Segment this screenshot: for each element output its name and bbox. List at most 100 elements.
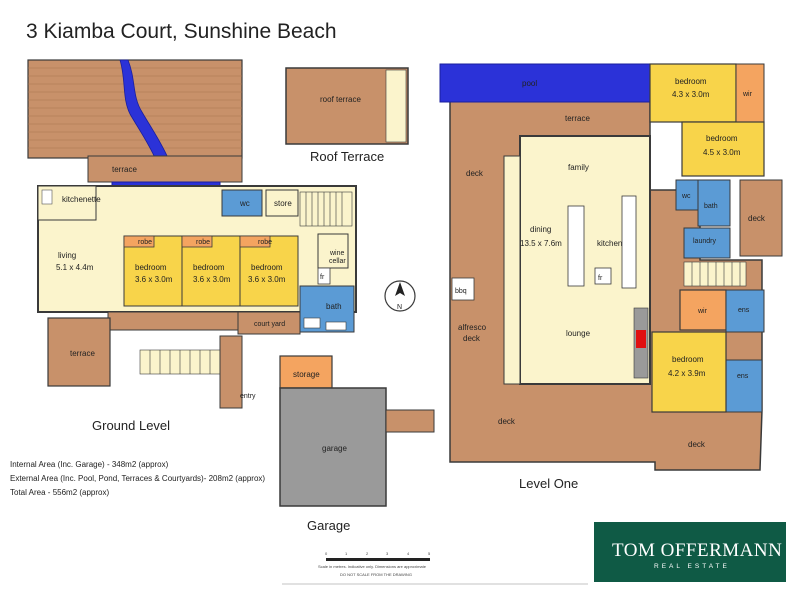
label-l1-deck-side: deck: [748, 214, 766, 223]
scale-note: Scale in metres. Indicative only. Dimens…: [318, 564, 427, 569]
label-entry: entry: [240, 393, 256, 400]
label-robe-3: robe: [258, 239, 272, 246]
ground-lower-stair: [139, 349, 221, 375]
ground-bedroom-3: [239, 235, 299, 307]
label-bbq: bbq: [455, 288, 467, 295]
label-bedroom-3: bedroom: [251, 263, 283, 272]
bbq-unit: [451, 277, 475, 301]
deck-boards: [28, 67, 242, 149]
scale-warning: DO NOT SCALE FROM THE DRAWING: [340, 572, 412, 577]
label-robe-2: robe: [196, 239, 210, 246]
label-l1-deck-bottom-right: deck: [688, 440, 706, 449]
scale-tick-0: 0: [325, 551, 328, 556]
label-garage: garage: [322, 444, 347, 453]
ground-vanity-icon: [325, 321, 347, 331]
ground-terrace-bottom: [47, 317, 111, 387]
compass: N: [384, 280, 416, 312]
scale-tick-5: 5: [428, 551, 431, 556]
garage-room: [279, 387, 387, 507]
label-court-yard: court yard: [254, 321, 285, 328]
l1-bedroom-1: [649, 63, 737, 123]
label-bedroom-2-size: 3.6 x 3.0m: [193, 275, 231, 284]
ground-entry-path: [219, 335, 243, 409]
kitchen-bench: [621, 195, 637, 289]
ground-terrace-top: [87, 155, 243, 183]
l1-fridge: [594, 267, 612, 285]
label-l1-bedroom-2-size: 4.5 x 3.0m: [703, 148, 741, 157]
scale-tick-2: 2: [366, 551, 369, 556]
label-kitchen: kitchen: [597, 239, 622, 248]
l1-bedroom-2: [681, 121, 765, 177]
label-l1-bedroom-2: bedroom: [706, 134, 738, 143]
label-l1-deck-bottom: deck: [498, 417, 516, 426]
ground-lower-band: [107, 311, 239, 331]
label-l1-ens-1: ens: [738, 307, 750, 314]
kitchenette-fridge-icon: [41, 189, 53, 205]
l1-bath: [697, 179, 731, 227]
roof-terrace-plan: roof terrace Roof Terrace: [285, 67, 409, 164]
label-kitchenette: kitchenette: [62, 195, 101, 204]
label-alfresco: alfresco: [458, 323, 487, 332]
ground-fridge: [317, 267, 331, 285]
label-wine: wine: [329, 250, 345, 257]
label-l1-deck-left: deck: [466, 169, 484, 178]
label-total-area: Total Area - 556m2 (approx): [10, 488, 109, 497]
label-terrace-bottom: terrace: [70, 349, 95, 358]
label-l1-ens-2: ens: [737, 373, 749, 380]
label-l1-bath: bath: [704, 203, 718, 210]
property-title: 3 Kiamba Court, Sunshine Beach: [26, 20, 337, 43]
label-external-area: External Area (Inc. Pool, Pond, Terraces…: [10, 474, 265, 483]
roof-stair: [385, 69, 407, 143]
wine-cellar: [317, 233, 349, 269]
label-l1-wc: wc: [681, 193, 691, 200]
north-arrow-icon: [395, 282, 405, 296]
scale-bar: 0 1 2 3 4 5 Scale in metres. Indicative …: [282, 551, 588, 585]
label-storage: storage: [293, 370, 320, 379]
level-one-plan: pool terrace deck deck family dining 13.…: [439, 63, 783, 491]
l1-stair: [683, 261, 747, 287]
area-notes: Internal Area (Inc. Garage) - 348m2 (app…: [10, 460, 265, 497]
label-ground-fr: fr: [320, 274, 325, 281]
label-wc: wc: [239, 199, 250, 208]
label-family: family: [568, 163, 589, 172]
l1-ens-1: [725, 289, 765, 333]
l1-side-deck: [739, 179, 783, 257]
label-living: living: [58, 251, 76, 260]
label-terrace-top: terrace: [112, 165, 137, 174]
l1-master-bedroom: [651, 331, 727, 413]
label-lounge: lounge: [566, 329, 591, 338]
label-alfresco-deck: deck: [463, 334, 481, 343]
label-bedroom-1: bedroom: [135, 263, 167, 272]
label-dining-size: 13.5 x 7.6m: [520, 239, 562, 248]
scale-tick-4: 4: [407, 551, 410, 556]
kitchen-island: [567, 205, 585, 287]
label-pool: pool: [522, 79, 537, 88]
label-bedroom-2: bedroom: [193, 263, 225, 272]
garage-plan: storage garage Garage: [279, 355, 435, 533]
label-l1-wir-1: wir: [742, 91, 753, 98]
label-ground-bath: bath: [326, 302, 342, 311]
garage-side-deck: [385, 409, 435, 433]
ground-shower-icon: [303, 317, 321, 329]
scale-tick-3: 3: [386, 551, 389, 556]
ground-wc: [221, 189, 263, 217]
robe-3: [239, 235, 271, 248]
compass-circle: [384, 280, 416, 312]
label-l1-fr: fr: [598, 275, 603, 282]
label-living-size: 5.1 x 4.4m: [56, 263, 94, 272]
garage-storage: [279, 355, 333, 389]
l1-laundry: [683, 227, 731, 259]
label-compass-north: N: [397, 304, 402, 311]
label-l1-terrace: terrace: [565, 114, 590, 123]
label-internal-area: Internal Area (Inc. Garage) - 348m2 (app…: [10, 460, 169, 469]
scale-bar-line: [326, 558, 430, 561]
logo-name: TOM OFFERMANN: [612, 540, 782, 561]
logo-background: [594, 522, 786, 582]
label-ground-level: Ground Level: [92, 418, 170, 433]
label-bedroom-3-size: 3.6 x 3.0m: [248, 275, 286, 284]
label-level-one: Level One: [519, 476, 578, 491]
label-roof-level: Roof Terrace: [310, 149, 384, 164]
l1-ens-2: [725, 359, 763, 413]
robe-2: [181, 235, 213, 248]
